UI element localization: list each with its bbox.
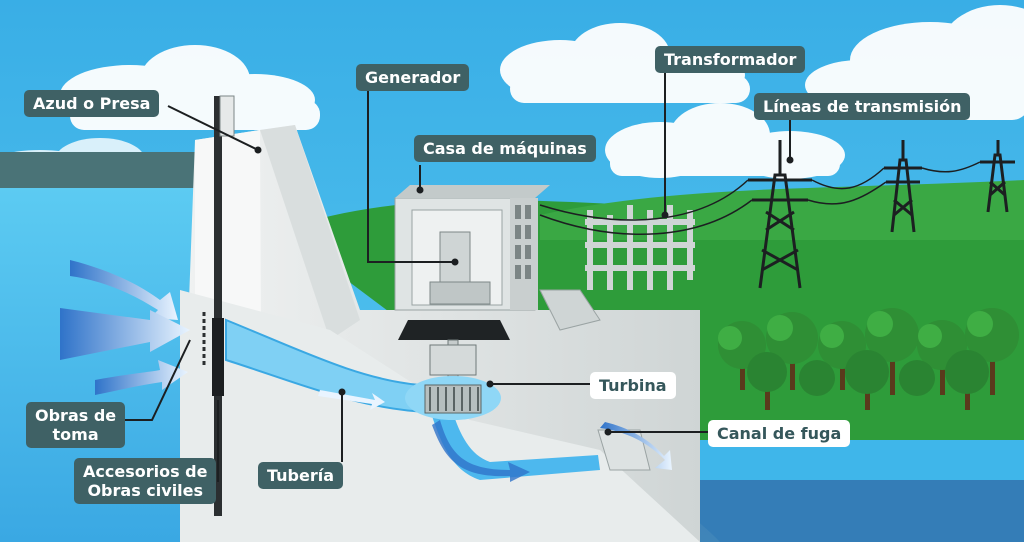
label-obras-toma-line2: toma	[52, 425, 99, 444]
label-accesorios-line2: Obras civiles	[87, 481, 204, 500]
label-obras-toma: Obras de toma	[26, 402, 126, 448]
river-depth	[700, 480, 1024, 542]
forest	[718, 308, 1019, 410]
label-obras-toma-line1: Obras de	[35, 406, 117, 425]
powerhouse	[394, 185, 550, 311]
label-casa: Casa de máquinas	[414, 135, 596, 162]
draft-tube	[430, 410, 600, 480]
outlet-wall	[539, 289, 601, 331]
tailrace-arrow	[600, 422, 672, 470]
label-canal: Canal de fuga	[708, 420, 851, 447]
leader-lines	[124, 72, 791, 482]
label-generador: Generador	[356, 64, 470, 91]
intake-gate-post	[214, 96, 222, 516]
dam-slope-shade	[260, 125, 360, 340]
generator	[439, 231, 471, 283]
label-transformador: Transformador	[655, 46, 806, 73]
turbine-housing	[398, 320, 510, 340]
inflow-arrows	[60, 260, 190, 395]
label-turbina: Turbina	[590, 372, 676, 399]
intake-gate	[212, 318, 224, 396]
turbine-runner	[405, 376, 501, 420]
power-lines	[539, 161, 981, 236]
label-azud: Azud o Presa	[24, 90, 160, 117]
leader-dots	[254, 146, 794, 436]
intake-tower	[219, 95, 235, 137]
penstock-arrow	[318, 390, 385, 410]
label-accesorios: Accesorios de Obras civiles	[74, 458, 217, 504]
label-accesorios-line1: Accesorios de	[83, 462, 208, 481]
far-bank	[0, 152, 200, 188]
substation	[585, 205, 695, 290]
draft-arrow	[432, 420, 530, 482]
label-tuberia: Tubería	[258, 462, 344, 489]
transmission-towers	[748, 140, 1015, 289]
label-lineas: Líneas de transmisión	[754, 93, 971, 120]
